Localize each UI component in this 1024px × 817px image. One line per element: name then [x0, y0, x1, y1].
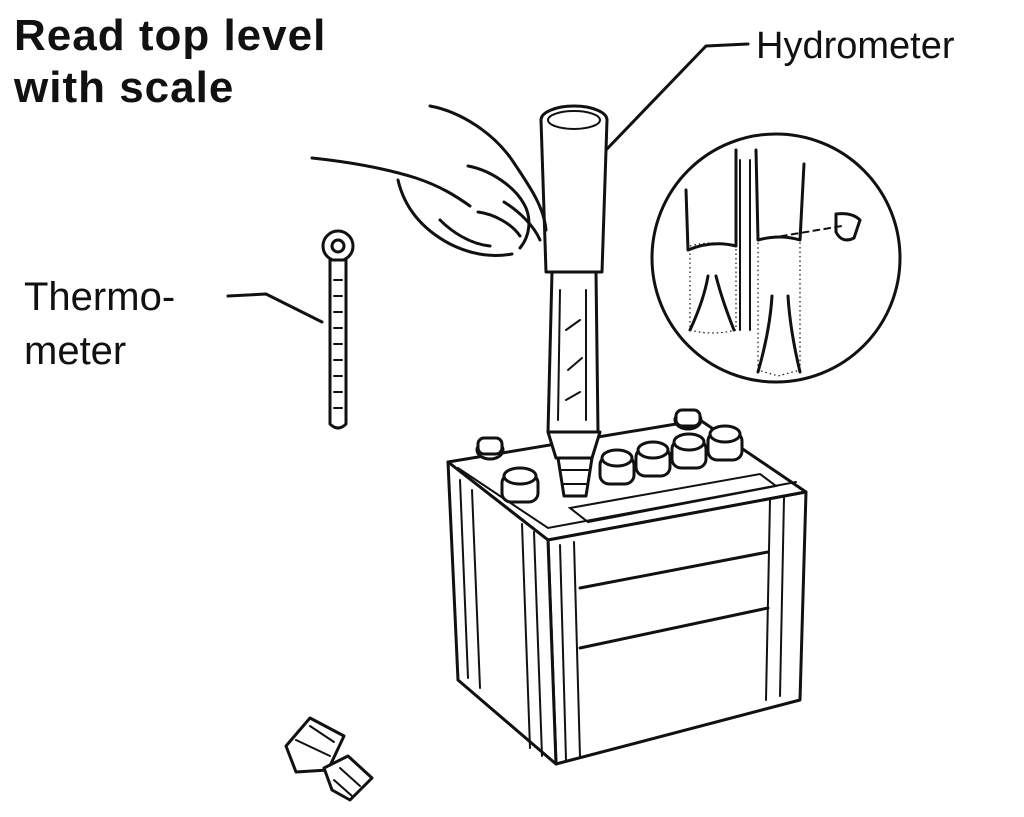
- thermometer-label-line-1: Thermo-: [24, 275, 176, 319]
- battery: [446, 408, 808, 766]
- instruction-text: Read top level with scale: [14, 10, 326, 114]
- instruction-line-1: Read top level: [14, 11, 327, 60]
- loose-vent-cap: [284, 716, 374, 802]
- hydrometer-label: Hydrometer: [756, 25, 955, 67]
- hand: [310, 104, 548, 258]
- magnified-inset: [650, 132, 902, 384]
- thermometer-label: Thermo- meter: [24, 270, 175, 378]
- thermometer-label-line-2: meter: [24, 329, 127, 373]
- hydrometer: [539, 104, 609, 498]
- instruction-line-2: with scale: [14, 62, 235, 112]
- thermometer: [321, 229, 355, 430]
- hydrometer-leader-line: [604, 42, 750, 152]
- battery-cell-caps: [500, 424, 744, 504]
- thermometer-leader-line: [226, 292, 324, 324]
